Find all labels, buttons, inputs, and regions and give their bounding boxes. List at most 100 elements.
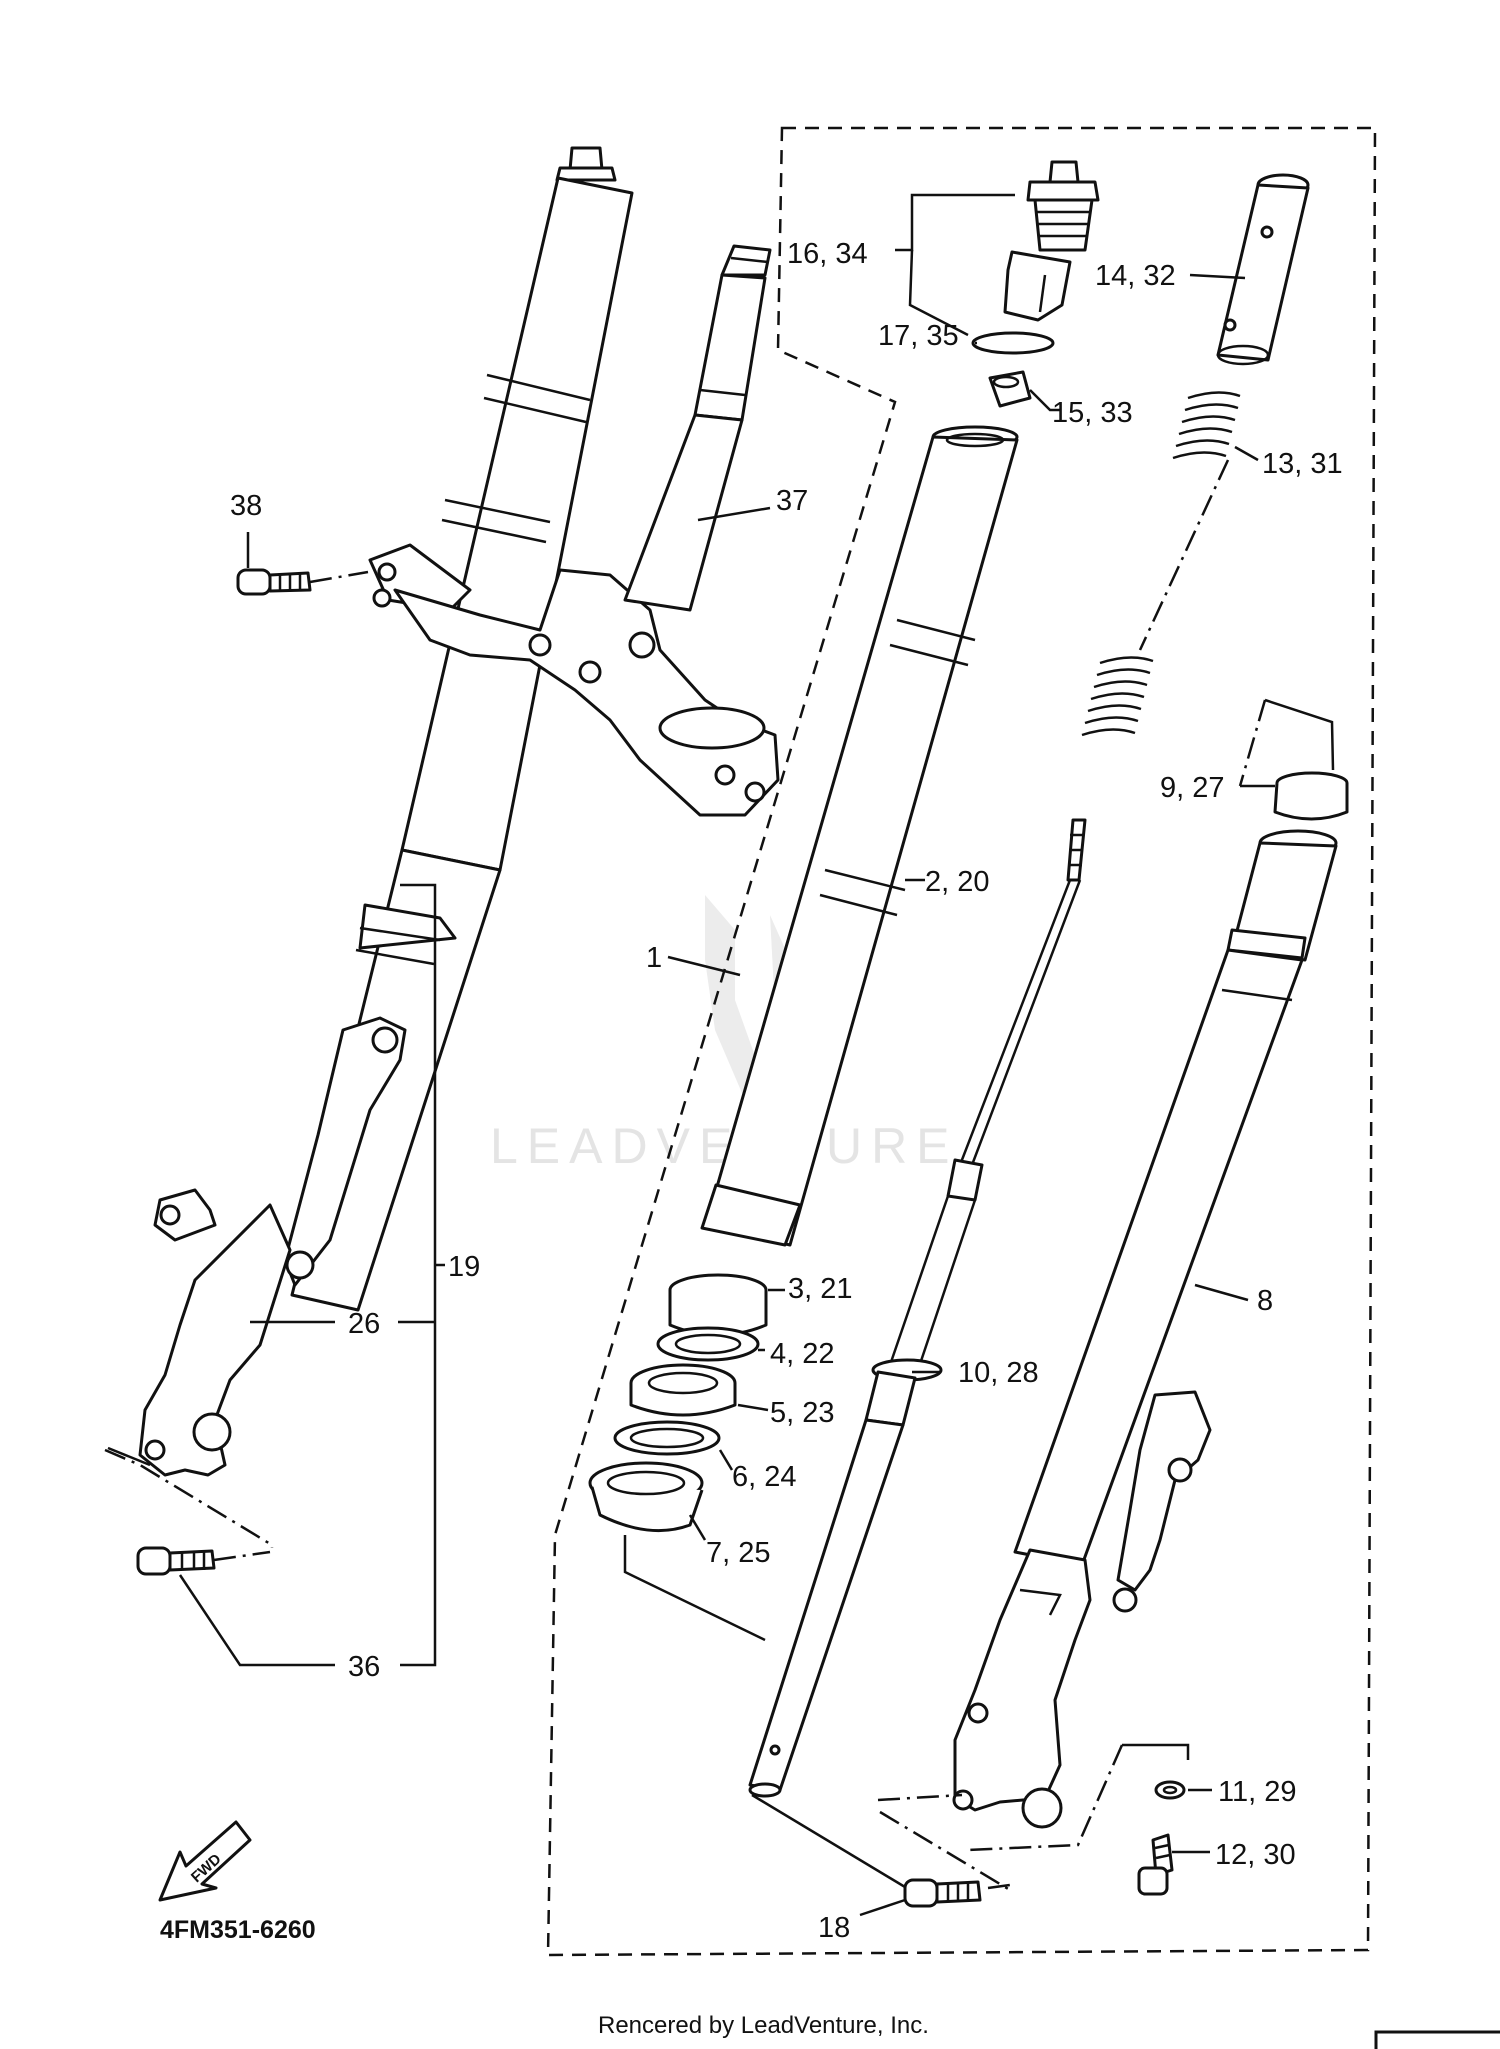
callout-9: 9, 27 — [1160, 772, 1225, 804]
left-bracket-bolt-hole-1 — [377, 562, 397, 582]
callout-37: 37 — [776, 485, 808, 517]
callout-8: 8 — [1257, 1285, 1273, 1317]
left-axle-line-end — [107, 1446, 151, 1467]
callout-38: 38 — [230, 490, 262, 522]
left-fork-pinch-hole — [144, 1439, 166, 1461]
outer-tube-right-band — [1221, 988, 1293, 1002]
gasket-11 — [1154, 1780, 1186, 1800]
left-fork-outer-band-1 — [359, 926, 441, 942]
damper-rod-bottom — [748, 1782, 782, 1798]
left-fork-outer-band-2 — [355, 948, 435, 966]
steering-stem-shaft — [623, 413, 744, 612]
seal-stack-bracket — [623, 1535, 766, 1642]
left-fork-inner-tube — [400, 176, 634, 872]
callout-1: 1 — [646, 942, 662, 974]
damper-rod-oil-hole — [769, 1744, 781, 1756]
leader-5 — [737, 1403, 769, 1412]
spacer-pipe-hole-1 — [1260, 225, 1274, 239]
callout-26: 26 — [348, 1308, 380, 1340]
inner-tube-inner-rim — [945, 432, 1005, 448]
damper-rod-bottom-leader — [751, 1793, 906, 1889]
fork-cap-bolt-adjuster-line — [1038, 274, 1047, 313]
callout-18: 18 — [818, 1912, 850, 1944]
under-bracket-hole-3 — [628, 631, 656, 659]
oil-seal-5 — [629, 1383, 737, 1417]
left-fork-tube-band-3 — [444, 498, 551, 524]
axle-hole — [1021, 1787, 1063, 1829]
left-fork-axle-hole — [192, 1412, 232, 1452]
caliper-bracket-hole-1 — [1167, 1457, 1193, 1483]
outer-tube-logo-mark — [1019, 1588, 1062, 1616]
inner-tube-band-4 — [819, 893, 898, 917]
clip-6-inner — [629, 1427, 705, 1449]
under-bracket-hole-1 — [528, 633, 552, 657]
callout-11: 11, 29 — [1218, 1776, 1296, 1808]
damper-rod-shaft — [958, 879, 1082, 1166]
left-fork-dust-seal-ring — [358, 903, 457, 950]
damper-rod-collar — [864, 1370, 917, 1427]
fork-cap-bolt — [1003, 160, 1100, 322]
leader-18 — [859, 1898, 906, 1917]
callout-5: 5, 23 — [770, 1397, 835, 1429]
leader-37 — [697, 506, 771, 522]
dust-seal-7 — [590, 1486, 704, 1533]
left-fork-caliper-mount-hole-1 — [371, 1026, 399, 1054]
inner-tube-slide-bushing — [700, 1183, 802, 1247]
left-bracket-bolt-hole-2 — [372, 588, 392, 608]
seal-stack — [588, 1273, 768, 1533]
fork-cap-bolt-adjuster — [1003, 250, 1072, 322]
under-bracket-pinch-bolt-2 — [744, 781, 766, 803]
callout-4: 4, 22 — [770, 1338, 835, 1370]
slide-bushing-9-body — [1273, 782, 1349, 821]
oil-seal-5-inner — [647, 1371, 719, 1395]
bolt-36-head — [136, 1546, 172, 1576]
callout-3: 3, 21 — [788, 1273, 853, 1305]
lock-nut — [988, 370, 1032, 408]
bolt-18-thread — [946, 1883, 970, 1902]
leader-6 — [718, 1449, 734, 1471]
spacer-pipe-bottom — [1216, 344, 1270, 366]
diagram-code: 4FM351-6260 — [160, 1916, 316, 1944]
fork-cap-bolt-flange — [1026, 180, 1100, 202]
bracket-9-dash — [1238, 699, 1267, 787]
callout-6: 6, 24 — [732, 1461, 797, 1493]
fork-spring-upper-coils — [1172, 391, 1241, 460]
spacer-pipe-hole-2 — [1223, 318, 1237, 332]
bolt-12-thread — [1154, 1843, 1171, 1860]
left-fork-cap-flange — [555, 166, 617, 182]
callout-12: 12, 30 — [1215, 1839, 1296, 1871]
bolt-38-head — [236, 568, 272, 596]
fork-cap-bolt-nut — [1048, 160, 1080, 184]
leader-16-lower — [908, 249, 969, 337]
right-axle-dash-line — [877, 1793, 963, 1802]
inner-tube-band-2 — [889, 643, 969, 667]
right-axle-dash-line-2 — [879, 1810, 1011, 1892]
bolt-36-thread — [180, 1552, 206, 1570]
left-fork-axle-bracket — [138, 1203, 292, 1477]
lower-bracket-hole — [967, 1702, 989, 1724]
leader-15 — [1029, 389, 1060, 412]
bolt-12-head — [1137, 1866, 1169, 1896]
left-fork-tube-band-2 — [483, 396, 587, 424]
outer-tube-right-upper — [1230, 841, 1338, 962]
inner-tube-body — [704, 435, 1019, 1247]
slide-bushing-9 — [1273, 771, 1349, 821]
outer-tube-right — [952, 829, 1338, 1829]
leader-14 — [1189, 273, 1246, 280]
outer-tube-right-caliper-bracket — [1116, 1390, 1212, 1592]
callout-36: 36 — [348, 1651, 380, 1683]
washer-4 — [656, 1326, 760, 1362]
callout-10: 10, 28 — [958, 1357, 1039, 1389]
fwd-arrow-icon: FWD — [158, 1820, 252, 1902]
outer-tube-right-ring — [1226, 928, 1307, 960]
inner-tube-band-1 — [896, 618, 976, 642]
damper-rod — [748, 818, 1087, 1798]
washer-4-inner — [674, 1333, 742, 1355]
under-bracket-pinch-bolt-1 — [714, 764, 736, 786]
callout-labels: 38 37 19 26 36 16, 34 17, 35 15, 33 14, … — [230, 238, 1343, 1944]
callout-19: 19 — [448, 1251, 480, 1283]
leader-16 — [895, 193, 1015, 252]
left-fork-lower-boss-hole — [159, 1204, 181, 1226]
corner-frame-mark — [1374, 2030, 1500, 2049]
dust-seal-7-inner — [606, 1470, 686, 1496]
